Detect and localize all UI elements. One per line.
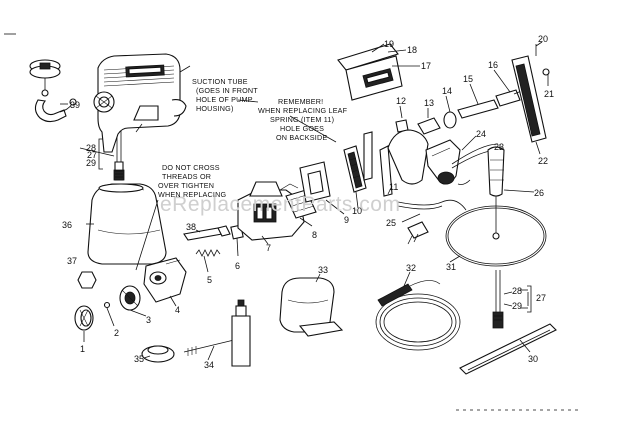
callout-34: 34	[204, 360, 214, 370]
part-10-plate	[343, 145, 367, 193]
note-remember-line-3: SPRING (ITEM 11)	[270, 115, 334, 124]
part-15-tube	[457, 89, 521, 119]
callout-17: 17	[421, 61, 431, 71]
callout-9: 9	[344, 215, 349, 225]
callout-5: 5	[207, 275, 212, 285]
callout-24: 24	[476, 129, 486, 139]
callout-29-left: 29	[86, 158, 96, 168]
part-12-trigger	[387, 119, 429, 185]
callout-37: 37	[67, 256, 77, 266]
part-14-nut	[443, 111, 457, 129]
callout-31: 31	[446, 262, 456, 272]
note-cross-line-1: DO NOT CROSS	[162, 163, 220, 172]
part-27-suction-tube-right	[492, 270, 504, 329]
oil-bottle	[231, 299, 251, 367]
note-suction-line-2: (GOES IN FRONT	[196, 86, 258, 95]
callout-32: 32	[406, 263, 416, 273]
callout-2: 2	[114, 328, 119, 338]
note-remember-line-2: WHEN REPLACING LEAF	[258, 106, 348, 115]
callout-numbers: 1 2 3 4 5 6 7 8 9 10 11 12 13 14 15 16 1…	[62, 34, 554, 370]
part-7-pump-housing	[237, 181, 305, 241]
callout-28-left: 28	[86, 143, 96, 153]
note-suction-line-3: HOLE OF PUMP	[196, 95, 253, 104]
note-remember-line-4: HOLE GOES	[280, 124, 324, 133]
callout-7: 7	[266, 243, 271, 253]
part-24-handle	[425, 139, 461, 185]
part-13-coupling	[417, 117, 441, 135]
part-34-brush	[183, 339, 235, 356]
callout-25: 25	[386, 218, 396, 228]
note-cross-line-2: THREADS OR	[162, 172, 211, 181]
note-remember: REMEMBER! WHEN REPLACING LEAF SPRING (IT…	[258, 97, 348, 142]
part-26-filter	[487, 146, 505, 197]
part-3-valve	[119, 285, 141, 311]
part-32-hose	[375, 280, 461, 351]
callout-6: 6	[235, 261, 240, 271]
part-17-label	[362, 68, 394, 88]
part-35-cap	[141, 345, 175, 363]
part-22-blade	[511, 55, 547, 143]
part-5-spring	[195, 249, 221, 257]
part-1-nozzle-nut	[74, 305, 94, 331]
part-21-pin	[542, 68, 550, 76]
callout-11: 11	[389, 182, 398, 192]
part-2-o-ring	[103, 301, 111, 309]
callout-4: 4	[175, 305, 180, 315]
part-37-gasket	[77, 271, 97, 289]
part-25-power-cord	[397, 199, 467, 245]
callout-15: 15	[463, 74, 473, 84]
part-30-stir-stick	[459, 323, 557, 375]
callout-35: 35	[134, 354, 144, 364]
part-38-piston	[183, 225, 231, 241]
callout-38: 38	[186, 222, 196, 232]
part-11-leaf-spring	[363, 131, 393, 197]
callout-36: 36	[62, 220, 72, 230]
part-9-frame	[299, 161, 331, 203]
note-cross-line-4: WHEN REPLACING	[158, 190, 227, 199]
callout-21: 21	[544, 89, 554, 99]
callout-12: 12	[396, 96, 406, 106]
callout-22: 22	[538, 156, 548, 166]
callout-33: 33	[318, 265, 328, 275]
note-suction-line-1: SUCTION TUBE	[192, 77, 248, 86]
callout-13: 13	[424, 98, 434, 108]
callout-26: 26	[534, 188, 544, 198]
part-36-paint-cup	[87, 183, 167, 265]
callout-3: 3	[146, 315, 151, 325]
note-suction-tube: SUCTION TUBE (GOES IN FRONT HOLE OF PUMP…	[192, 77, 258, 113]
part-33-container	[279, 277, 344, 337]
part-31-hose-loop	[445, 196, 547, 267]
callout-27-right: 27	[536, 293, 546, 303]
callout-18: 18	[407, 45, 417, 55]
callout-10: 10	[352, 206, 362, 216]
callout-23: 23	[494, 142, 504, 152]
callout-30: 30	[528, 354, 538, 364]
callout-27-left: 27	[87, 150, 97, 160]
part-19-cover	[337, 43, 399, 71]
callout-19: 19	[384, 39, 394, 49]
part-39-tip-assembly	[29, 59, 77, 123]
note-do-not-cross: DO NOT CROSS THREADS OR OVER TIGHTEN WHE…	[158, 163, 227, 199]
callout-16: 16	[488, 60, 498, 70]
watermark-text: eReplacementParts.com	[160, 193, 400, 216]
motor-housing	[93, 53, 191, 153]
note-remember-line-1: REMEMBER!	[278, 97, 323, 106]
part-4-atomizer	[143, 257, 187, 303]
callout-20: 20	[538, 34, 548, 44]
callout-28-right: 28	[512, 286, 522, 296]
leader-lines	[60, 41, 549, 361]
callout-29-right: 29	[512, 301, 522, 311]
note-cross-line-3: OVER TIGHTEN	[158, 181, 214, 190]
note-suction-line-4: HOUSING)	[196, 104, 234, 113]
callout-14: 14	[442, 86, 452, 96]
callout-39: 39	[70, 100, 80, 110]
callout-1: 1	[80, 344, 85, 354]
note-remember-line-5: ON BACKSIDE	[276, 133, 327, 142]
callout-8: 8	[312, 230, 317, 240]
